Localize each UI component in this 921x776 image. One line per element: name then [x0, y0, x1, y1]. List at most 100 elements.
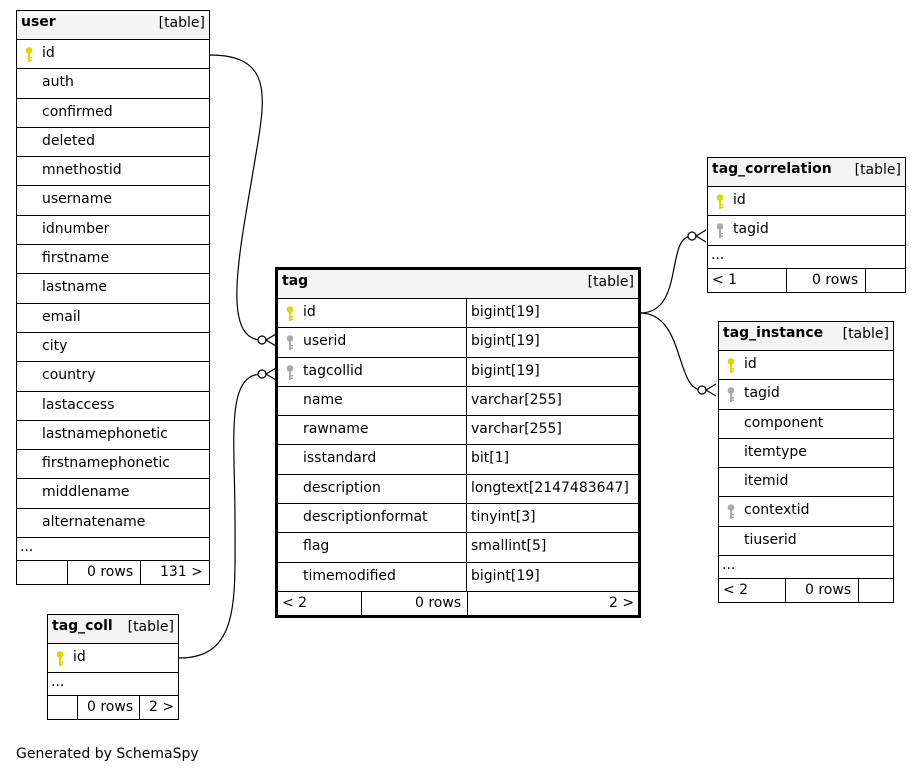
- table-row[interactable]: deleted: [17, 128, 209, 158]
- table-name: tag_coll: [52, 618, 113, 634]
- table-row[interactable]: component: [719, 410, 893, 439]
- column-name: tiuserid: [744, 531, 797, 548]
- column-name: firstnamephonetic: [42, 455, 170, 472]
- table-row[interactable]: mnethostid: [17, 157, 209, 187]
- table-row[interactable]: middlename: [17, 479, 209, 509]
- table-row[interactable]: alternatename: [17, 509, 209, 539]
- table-row[interactable]: lastaccess: [17, 392, 209, 421]
- key-icon: [727, 387, 735, 403]
- table-row[interactable]: username: [17, 186, 209, 216]
- table-kind: [table]: [127, 619, 174, 635]
- table-footer: < 2 0 rows 2 >: [278, 591, 638, 615]
- table-row[interactable]: tiuserid: [719, 527, 893, 557]
- column-name: firstname: [42, 250, 110, 267]
- table-header: user [table]: [17, 11, 209, 40]
- row-count: 0 rows: [415, 594, 462, 611]
- column-name: tagid: [733, 221, 769, 238]
- table-row[interactable]: email: [17, 304, 209, 333]
- column-name: id: [744, 356, 757, 372]
- row-count: 0 rows: [805, 582, 852, 599]
- table-row[interactable]: itemtype: [719, 439, 893, 469]
- table-row[interactable]: idnumber: [17, 216, 209, 246]
- table-row[interactable]: lastname: [17, 274, 209, 304]
- children-count: 2 >: [609, 594, 635, 611]
- table-row[interactable]: contextid: [719, 497, 893, 527]
- column-name: descriptionformat: [303, 509, 428, 526]
- column-type: tinyint[3]: [471, 509, 536, 526]
- table-row[interactable]: descriptionformat tinyint[3]: [278, 504, 638, 534]
- rel-tagcoll-tag: [178, 373, 263, 659]
- column-name: username: [42, 191, 112, 208]
- column-name: tagid: [744, 385, 780, 402]
- table-row[interactable]: itemid: [719, 468, 893, 498]
- more-rows: ...: [17, 538, 209, 562]
- column-name: alternatename: [42, 513, 146, 530]
- column-list: id: [48, 644, 178, 674]
- table-row[interactable]: lastnamephonetic: [17, 421, 209, 451]
- column-name: auth: [42, 74, 74, 91]
- column-name: deleted: [42, 132, 95, 149]
- column-name: idnumber: [42, 220, 110, 237]
- key-icon: [727, 504, 735, 520]
- table-name: tag: [282, 273, 309, 289]
- table-row[interactable]: auth: [17, 69, 209, 99]
- table-row[interactable]: firstname: [17, 245, 209, 275]
- table-kind: [table]: [158, 15, 205, 31]
- column-list: id tagid: [708, 187, 905, 246]
- key-icon: [56, 651, 64, 666]
- column-type: bigint[19]: [471, 304, 540, 320]
- column-name: confirmed: [42, 103, 113, 120]
- table-tag-coll[interactable]: tag_coll [table] id ... 0 rows 2 >: [47, 614, 179, 721]
- more-rows: ...: [708, 246, 905, 269]
- table-footer: 0 rows 131 >: [17, 561, 209, 585]
- table-user[interactable]: user [table] id auth confirmed deleted mneth…: [16, 10, 210, 586]
- table-row[interactable]: id: [719, 351, 893, 381]
- table-row[interactable]: id: [48, 644, 178, 674]
- column-name: contextid: [744, 502, 810, 519]
- column-name: id: [733, 192, 746, 208]
- column-name: isstandard: [303, 450, 377, 467]
- table-name: user: [21, 14, 56, 30]
- column-type: bigint[19]: [471, 362, 540, 379]
- table-row[interactable]: id: [708, 187, 905, 217]
- table-footer: < 1 0 rows: [708, 268, 905, 292]
- column-name: userid: [303, 333, 347, 350]
- key-icon: [716, 223, 724, 239]
- table-row[interactable]: confirmed: [17, 99, 209, 128]
- column-name: component: [744, 414, 824, 431]
- more-rows: ...: [719, 556, 893, 580]
- column-name: lastname: [42, 279, 107, 296]
- key-icon: [286, 306, 294, 321]
- table-header: tag [table]: [278, 270, 638, 299]
- column-name: city: [42, 337, 68, 354]
- table-row[interactable]: country: [17, 362, 209, 392]
- table-kind: [table]: [587, 274, 634, 290]
- column-name: itemtype: [744, 443, 807, 460]
- table-row[interactable]: userid bigint[19]: [278, 328, 638, 358]
- table-row[interactable]: id: [17, 40, 209, 70]
- table-row[interactable]: city: [17, 333, 209, 363]
- children-count: 2 >: [149, 699, 175, 716]
- row-count: 0 rows: [87, 699, 134, 716]
- table-row[interactable]: firstnamephonetic: [17, 450, 209, 480]
- more-rows: ...: [48, 673, 178, 697]
- column-type: bigint[19]: [471, 333, 540, 350]
- column-name: middlename: [42, 484, 130, 501]
- table-row[interactable]: tagid: [719, 380, 893, 410]
- table-row[interactable]: tagid: [708, 216, 905, 246]
- column-type: bigint[19]: [471, 567, 540, 584]
